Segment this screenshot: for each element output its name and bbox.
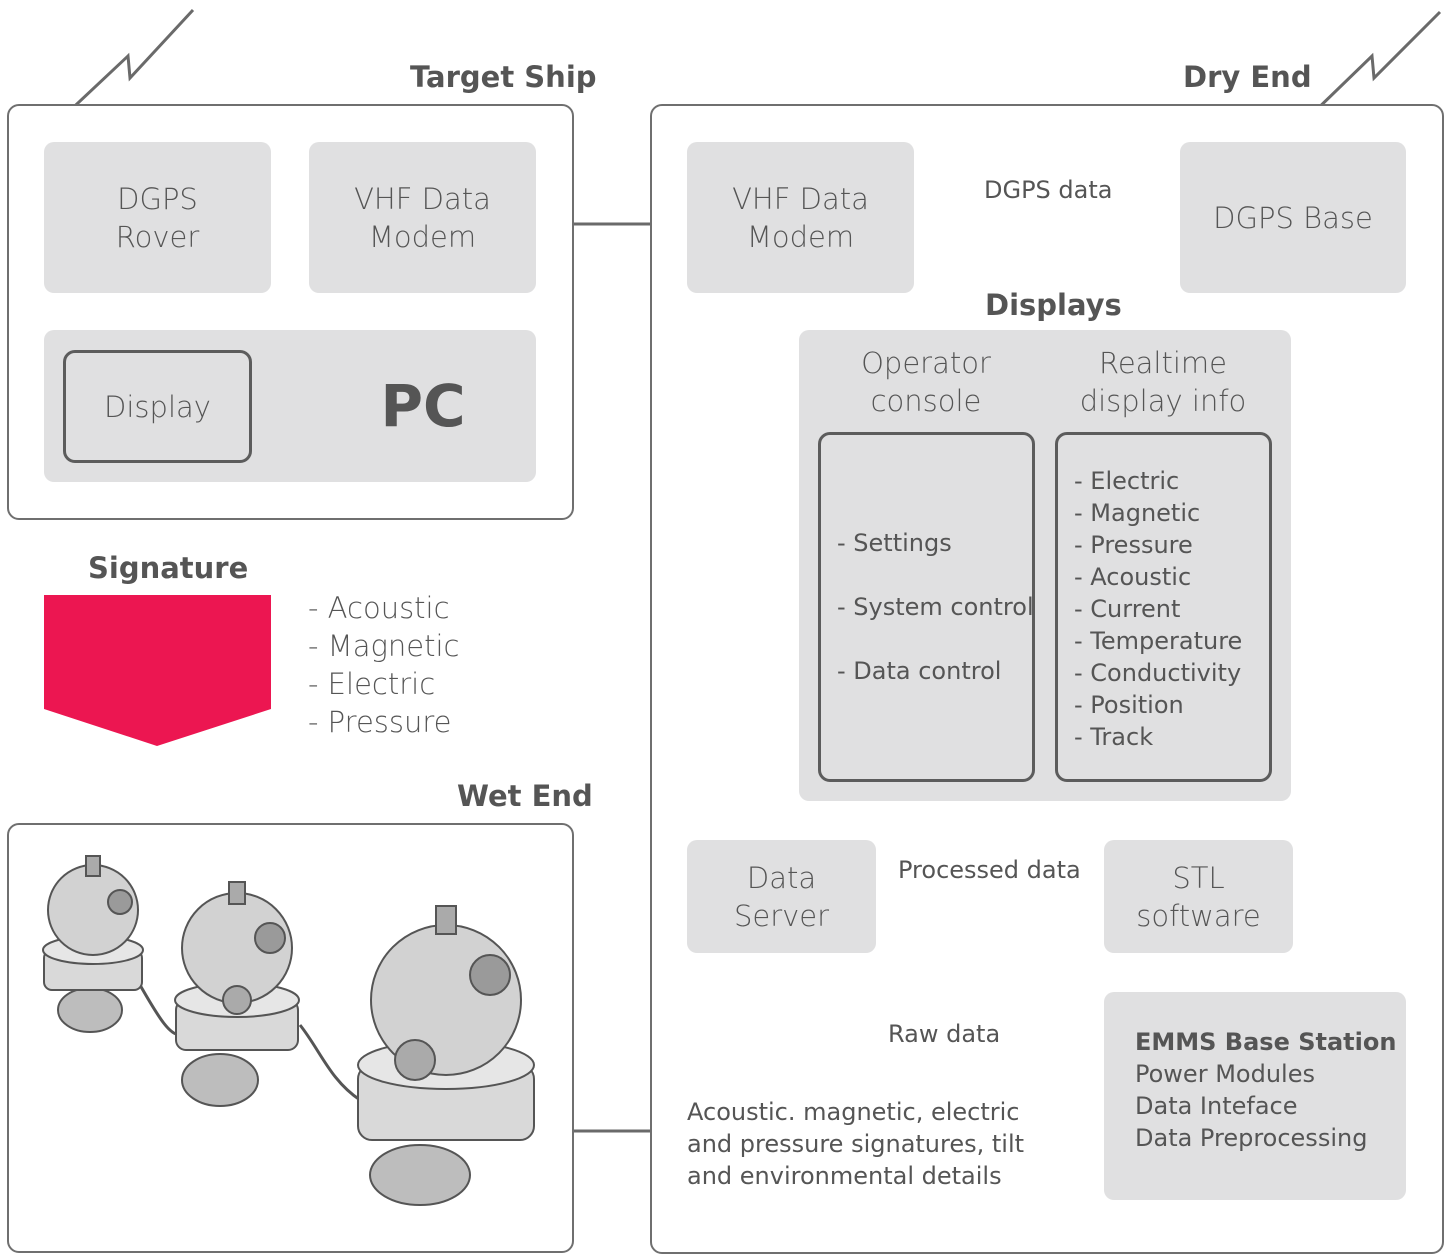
- wet-link-label: Acoustic. magnetic, electric and pressur…: [687, 1096, 1024, 1192]
- list-item: - Data control: [837, 657, 1002, 685]
- vhf-modem-ship-box: VHF Data Modem: [309, 142, 536, 293]
- dry-end-title: Dry End: [1183, 60, 1312, 94]
- list-item: - System control: [837, 593, 1034, 621]
- list-item: - Acoustic: [1074, 563, 1192, 591]
- list-item: - Acoustic: [308, 591, 450, 625]
- realtime-items-list: - Electric - Magnetic - Pressure - Acous…: [1074, 465, 1242, 753]
- emms-line: Data Preprocessing: [1135, 1124, 1368, 1152]
- operator-console-title: Operator console: [861, 346, 991, 418]
- signature-arrow-icon: [44, 595, 271, 746]
- sensor-units-illustration: [42, 855, 535, 1206]
- sensor-unit-1: [42, 855, 144, 1033]
- stl-software-box: STL software: [1104, 840, 1293, 953]
- displays-title: Displays: [985, 288, 1122, 322]
- emms-base-station-box: EMMS Base Station Power Modules Data Int…: [1104, 992, 1406, 1200]
- displays-box: [799, 330, 1291, 801]
- emms-line: Power Modules: [1135, 1060, 1315, 1088]
- signature-title: Signature: [88, 551, 249, 585]
- list-item: - Track: [1074, 723, 1154, 751]
- list-item: - Current: [1074, 595, 1181, 623]
- emms-title: EMMS Base Station: [1135, 1028, 1397, 1056]
- wet-link-label-line: and pressure signatures, tilt: [687, 1130, 1025, 1158]
- list-item: - Pressure: [308, 705, 452, 739]
- list-item: - Magnetic: [1074, 499, 1201, 527]
- list-item: - Position: [1074, 691, 1184, 719]
- display-box: Display: [63, 350, 252, 463]
- vhf-modem-dry-box: VHF Data Modem: [687, 142, 914, 293]
- emms-line: Data Inteface: [1135, 1092, 1298, 1120]
- wet-link-label-line: Acoustic. magnetic, electric: [687, 1098, 1020, 1126]
- wet-end-title: Wet End: [457, 779, 593, 813]
- list-item: - Settings: [837, 529, 952, 557]
- sensor-unit-3: [357, 905, 535, 1206]
- list-item: - Electric: [1074, 467, 1180, 495]
- raw-data-label: Raw data: [888, 1020, 1001, 1048]
- dgps-data-label: DGPS data: [984, 176, 1113, 204]
- dgps-base-box: DGPS Base: [1180, 142, 1406, 293]
- list-item: - Temperature: [1074, 627, 1243, 655]
- list-item: - Electric: [308, 667, 436, 701]
- sensor-unit-2: [174, 881, 300, 1107]
- list-item: - Pressure: [1074, 531, 1193, 559]
- processed-data-label: Processed data: [898, 856, 1081, 884]
- operator-items-list: - Settings - System control - Data contr…: [837, 529, 1034, 721]
- wet-link-label-line: and environmental details: [687, 1162, 1002, 1190]
- data-server-box: Data Server: [687, 840, 876, 953]
- operator-console-box: - Settings - System control - Data contr…: [818, 432, 1035, 782]
- realtime-display-title: Realtime display info: [1079, 346, 1247, 418]
- signature-items-list: - Acoustic - Magnetic - Electric - Press…: [308, 589, 459, 741]
- pc-box: [44, 330, 536, 482]
- list-item: - Magnetic: [308, 629, 460, 663]
- dgps-rover-box: DGPS Rover: [44, 142, 271, 293]
- pc-label: PC: [380, 372, 466, 440]
- target-ship-title: Target Ship: [410, 60, 597, 94]
- realtime-display-box: - Electric - Magnetic - Pressure - Acous…: [1055, 432, 1272, 782]
- radio-link-icon-left: [60, 8, 195, 120]
- list-item: - Conductivity: [1074, 659, 1242, 687]
- radio-link-icon-right: [1306, 10, 1442, 120]
